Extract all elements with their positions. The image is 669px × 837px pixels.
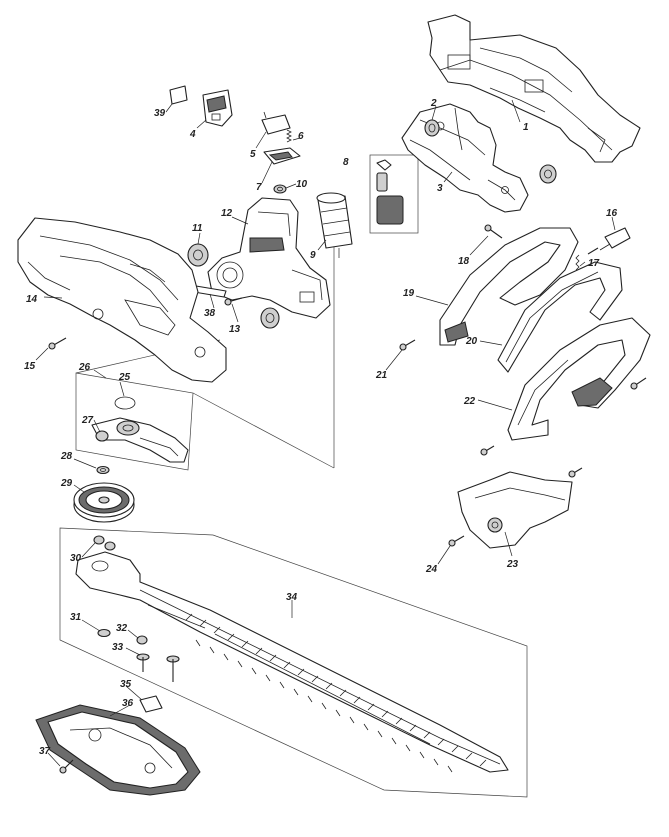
callout-2: 2	[430, 98, 437, 109]
switch-lever	[599, 227, 631, 251]
housing-shell	[427, 14, 641, 163]
callout-labels: 1 2 3 4 5 6 7 8 9 10 11 12 13 14 15 16 1…	[24, 98, 618, 757]
callout-23: 23	[506, 559, 519, 570]
callout-12: 12	[221, 208, 233, 219]
brush-kit	[376, 159, 404, 225]
callout-36: 36	[122, 698, 134, 709]
callout-17: 17	[588, 258, 600, 269]
callout-19: 19	[403, 288, 415, 299]
callout-7: 7	[256, 182, 262, 193]
washer-28	[96, 465, 110, 475]
spring-6	[286, 129, 292, 143]
group-frames	[59, 154, 528, 798]
callout-27: 27	[81, 415, 94, 426]
callout-32: 32	[116, 623, 128, 634]
large-gear	[73, 482, 135, 523]
callout-33: 33	[112, 642, 124, 653]
callout-15: 15	[24, 361, 36, 372]
washer-10	[273, 184, 287, 194]
callout-34: 34	[286, 592, 298, 603]
washer-31	[97, 628, 111, 638]
callout-21: 21	[375, 370, 388, 381]
callout-10: 10	[296, 179, 308, 190]
blade-cover-plate	[35, 704, 201, 796]
callout-20: 20	[465, 336, 478, 347]
callout-28: 28	[60, 451, 73, 462]
motor	[316, 192, 353, 258]
screw-18	[484, 224, 503, 239]
screw-24	[448, 535, 465, 547]
callout-1: 1	[523, 122, 529, 133]
callout-4: 4	[189, 129, 196, 140]
handle-grip-strip	[497, 261, 623, 373]
nut-32	[136, 635, 148, 645]
screw-15	[48, 337, 67, 350]
callout-31: 31	[70, 612, 82, 623]
bearing-right	[539, 164, 557, 184]
screw-21	[399, 339, 416, 351]
bushing-27	[95, 430, 109, 442]
callout-29: 29	[60, 478, 73, 489]
callout-25: 25	[118, 372, 131, 383]
callout-37: 37	[39, 746, 51, 757]
bearing-lower	[260, 307, 280, 329]
callout-26: 26	[78, 362, 91, 373]
o-ring	[114, 396, 136, 410]
callout-16: 16	[606, 208, 618, 219]
label-card	[169, 85, 188, 105]
callout-22: 22	[463, 396, 476, 407]
spacers	[93, 535, 116, 551]
front-guard	[457, 471, 573, 549]
bolts	[136, 653, 180, 682]
callout-3: 3	[437, 183, 443, 194]
screws-handle	[480, 377, 647, 478]
callout-11: 11	[192, 223, 203, 234]
clip	[139, 695, 163, 713]
gear-housing	[207, 197, 331, 319]
callout-14: 14	[26, 294, 38, 305]
callout-5: 5	[250, 149, 256, 160]
callout-39: 39	[154, 108, 166, 119]
blade-assembly	[75, 551, 509, 773]
bearing-part-2	[424, 119, 440, 137]
internal-frame	[401, 103, 529, 213]
switch-module	[202, 89, 233, 127]
handle-half-b	[507, 317, 651, 441]
leader-lines	[35, 99, 616, 767]
cam-plate	[91, 417, 189, 463]
spring-17	[575, 247, 599, 271]
micro-switch	[261, 111, 291, 135]
bearing-11	[187, 243, 209, 267]
callout-9: 9	[310, 250, 316, 261]
rear-housing-half	[17, 217, 227, 383]
callout-35: 35	[120, 679, 132, 690]
callout-6: 6	[298, 131, 304, 142]
handle-half-a	[439, 227, 579, 346]
callout-24: 24	[425, 564, 438, 575]
callout-30: 30	[70, 553, 82, 564]
callout-18: 18	[458, 256, 470, 267]
callout-38: 38	[204, 308, 216, 319]
lever	[263, 147, 301, 165]
screw-13	[224, 297, 243, 306]
callout-8: 8	[343, 157, 349, 168]
screw-37	[59, 759, 74, 774]
callout-13: 13	[229, 324, 241, 335]
